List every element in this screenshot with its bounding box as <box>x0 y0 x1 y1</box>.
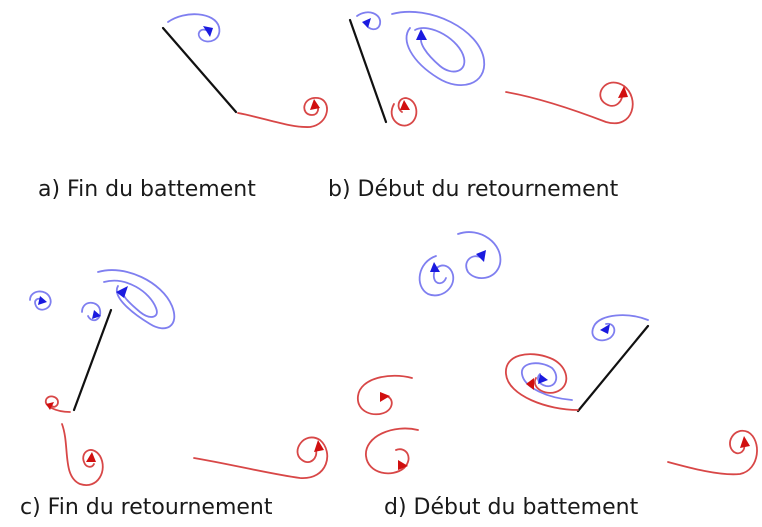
blue-vortex-small-b <box>356 11 381 31</box>
red-vortex-a <box>237 97 328 128</box>
blue-vortex-far-c <box>29 290 52 311</box>
red-vortex-left-arrow-b <box>400 100 410 110</box>
red-vortex-right-b <box>505 81 634 125</box>
red-vortex-lower-arrow-c <box>86 452 96 462</box>
blue-vortex-left-d <box>418 255 455 297</box>
blue-vortex-inner-arrow-d <box>538 374 548 384</box>
panel-c <box>29 269 329 486</box>
blue-vortex-large-arrow-b <box>416 29 427 40</box>
panel-b <box>348 10 634 127</box>
blue-vortex-left-arrow-d <box>430 262 440 272</box>
blue-vortex-small-arrow-c <box>92 310 101 319</box>
blue-vortex-large-outer-b <box>391 10 485 87</box>
red-vortex-shed-arrow-d <box>526 378 534 390</box>
red-vortex-arrow-a <box>310 99 320 110</box>
caption-d: d) Début du battement <box>384 495 639 520</box>
caption-b: b) Début du retournement <box>328 177 619 202</box>
red-vortex-small-arrow-c <box>46 402 54 410</box>
red-vortex-left-b <box>390 97 418 127</box>
blue-vortex-large-inner-c <box>103 279 158 318</box>
plate-a <box>161 26 238 114</box>
red-vortex-lower-left-arrow-d <box>398 460 408 470</box>
blue-vortex-plate-arrow-d <box>600 324 610 334</box>
red-vortex-small-c <box>44 395 71 413</box>
red-vortex-right-arrow-d <box>740 436 750 448</box>
blue-vortex-small-arrow-b <box>362 18 371 28</box>
red-vortex-right-c <box>193 436 329 479</box>
blue-vortex-large-inner-b <box>414 27 466 73</box>
red-vortex-upper-left-d <box>357 374 413 416</box>
red-vortex-right-arrow-b <box>618 86 628 98</box>
plate-c <box>72 308 113 412</box>
red-vortex-right-arrow-c <box>314 440 324 452</box>
panel-d <box>357 231 758 476</box>
blue-vortex-right-arrow-d <box>476 250 486 262</box>
caption-c: c) Fin du retournement <box>20 495 273 520</box>
blue-vortex-plate-d <box>591 314 649 342</box>
red-vortex-lower-c <box>61 423 104 486</box>
blue-vortex-far-arrow-c <box>38 296 47 305</box>
caption-a: a) Fin du battement <box>38 177 256 202</box>
plate-b <box>348 18 388 124</box>
red-vortex-shed-d <box>505 353 579 411</box>
red-vortex-right-d <box>667 429 758 476</box>
plate-d <box>576 324 650 413</box>
blue-vortex-small-c <box>81 301 102 322</box>
red-vortex-lower-left-d <box>365 427 419 475</box>
red-vortex-upper-left-arrow-d <box>380 392 390 402</box>
blue-vortex-right-d <box>457 231 502 279</box>
blue-vortex-large-arrow-c <box>116 286 128 298</box>
blue-vortex-a <box>167 13 221 43</box>
blue-vortex-arrow-a <box>203 26 213 37</box>
blue-vortex-large-outer-c <box>97 269 176 330</box>
panel-a <box>161 13 328 128</box>
